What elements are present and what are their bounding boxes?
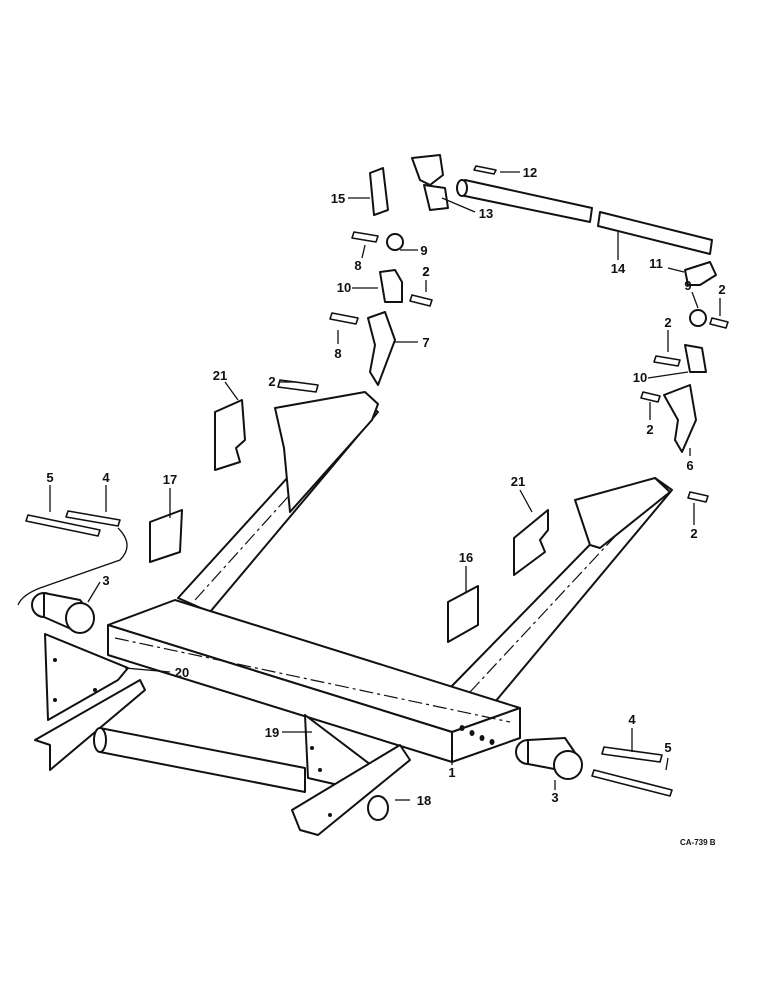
drawing-code: CA-739 B [680,838,716,847]
callout-2: 2 [646,422,653,437]
callout-18: 18 [417,793,431,808]
callout-13: 13 [479,206,493,221]
callout-2: 2 [718,282,725,297]
callout-8: 8 [354,258,361,273]
callout-5: 5 [46,470,53,485]
callout-4: 4 [102,470,110,485]
callout-4: 4 [628,712,636,727]
right-side-bracket [291,714,411,836]
callout-9: 9 [684,278,691,293]
upper-right-linkage [640,261,729,503]
main-frame [107,391,673,763]
callout-14: 14 [611,261,626,276]
upper-left-linkage [277,154,449,393]
callout-labels: 1 2 2 2 2 2 2 2 3 3 4 4 5 5 6 7 8 8 9 9 … [46,165,725,808]
callout-2: 2 [422,264,429,279]
callout-21: 21 [511,474,525,489]
callout-1: 1 [448,765,455,780]
callout-9: 9 [420,243,427,258]
callout-2: 2 [664,315,671,330]
callout-10: 10 [337,280,351,295]
callout-2: 2 [268,374,275,389]
callout-16: 16 [459,550,473,565]
shields [149,399,549,643]
callout-8: 8 [334,346,341,361]
callout-17: 17 [163,472,177,487]
lower-cross-tube [93,727,306,793]
callout-12: 12 [523,165,537,180]
callout-11: 11 [649,256,663,271]
left-pivot-assembly [17,510,128,634]
callout-15: 15 [331,191,345,206]
right-pivot-assembly [515,737,673,797]
callout-20: 20 [175,665,189,680]
callout-21: 21 [213,368,227,383]
callout-2: 2 [690,526,697,541]
shaft-assembly [456,165,713,255]
callout-7: 7 [422,335,429,350]
callout-10: 10 [633,370,647,385]
leader-lines [49,171,721,801]
callout-2: 2 [422,264,429,279]
callout-19: 19 [265,725,279,740]
callout-3: 3 [102,573,109,588]
callout-3: 3 [551,790,558,805]
callout-6: 6 [686,458,693,473]
callout-5: 5 [664,740,671,755]
